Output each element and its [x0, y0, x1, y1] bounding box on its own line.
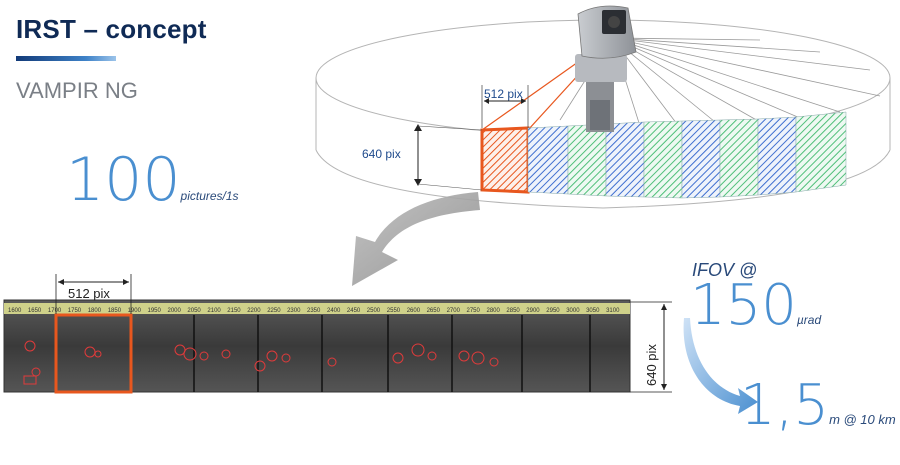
scale-tick-label: 1850	[108, 308, 122, 314]
scale-tick-label: 2000	[168, 308, 182, 314]
top-width-label: 512 pix	[484, 87, 523, 101]
scale-tick-label: 2500	[367, 308, 381, 314]
page-subtitle: VAMPIR NG	[16, 78, 138, 103]
ifov-unit: µrad	[796, 313, 822, 327]
panorama-image: 1600 1650 1700 1750 1800 1850 1900 1950 2000 2050…	[3, 299, 631, 394]
scale-tick-label: 2700	[447, 308, 461, 314]
frame-rate-value: 100	[66, 145, 181, 215]
scale-tick-label: 1950	[148, 308, 162, 314]
ifov-callout: 150µrad	[690, 278, 821, 334]
scale-bar	[4, 303, 630, 314]
top-height-dimension: 640 pix	[362, 124, 483, 191]
scale-tick-label: 2800	[487, 308, 501, 314]
resolution-unit: m @ 10 km	[829, 412, 896, 427]
scale-tick-label: 2200	[247, 308, 261, 314]
scale-tick-label: 3100	[606, 308, 620, 314]
panorama-height-label: 640 pix	[644, 344, 659, 386]
scale-tick-label: 2400	[327, 308, 341, 314]
scale-labels: 1600 1650 1700 1750 1800 1850 1900 1950 2000 2050…	[8, 308, 620, 314]
top-width-dimension: 512 pix	[481, 85, 529, 128]
frame-strip	[480, 111, 847, 199]
scale-tick-label: 2350	[307, 308, 321, 314]
frame-rate-unit: pictures/1s	[180, 189, 239, 203]
page-title: IRST – concept	[16, 14, 207, 44]
scale-tick-label: 1750	[68, 308, 82, 314]
irst-sensor-head	[575, 5, 637, 132]
ifov-label: IFOV @	[692, 260, 758, 280]
scale-tick-label: 1600	[8, 308, 22, 314]
scale-tick-label: 1800	[88, 308, 102, 314]
scale-tick-label: 2900	[526, 308, 540, 314]
scale-tick-label: 1700	[48, 308, 62, 314]
scale-tick-label: 3050	[586, 308, 600, 314]
panorama-width-dimension: 512 pix	[55, 274, 132, 314]
frame-rate-callout: 100pictures/1s	[66, 150, 239, 210]
scale-tick-label: 1900	[128, 308, 142, 314]
transfer-arrow	[352, 192, 480, 286]
resolution-value: 1,5	[740, 373, 830, 438]
scale-tick-label: 2300	[287, 308, 301, 314]
scale-tick-label: 2250	[267, 308, 281, 314]
panorama-height-dimension: 640 pix	[630, 301, 672, 393]
scale-tick-label: 2850	[506, 308, 520, 314]
scale-tick-label: 2750	[467, 308, 481, 314]
title-underline	[16, 56, 116, 61]
active-frame-panorama	[54, 313, 133, 394]
scale-tick-label: 2600	[407, 308, 421, 314]
scale-tick-label: 3000	[566, 308, 580, 314]
frame-dividers	[193, 315, 591, 392]
target-markers	[23, 340, 499, 385]
scale-tick-label: 2950	[546, 308, 560, 314]
top-height-label: 640 pix	[362, 147, 401, 161]
scale-tick-label: 2150	[227, 308, 241, 314]
panorama-width-label: 512 pix	[68, 286, 110, 301]
active-frame	[480, 126, 530, 194]
scale-tick-label: 2100	[207, 308, 221, 314]
scale-tick-label: 2050	[187, 308, 201, 314]
resolution-callout: 1,5m @ 10 km	[740, 378, 896, 434]
ifov-value: 150	[690, 273, 797, 338]
scale-tick-label: 2650	[427, 308, 441, 314]
scale-tick-label: 2550	[387, 308, 401, 314]
scale-tick-label: 1650	[28, 308, 42, 314]
resolution-arrow	[683, 318, 758, 414]
scale-tick-label: 2450	[347, 308, 361, 314]
